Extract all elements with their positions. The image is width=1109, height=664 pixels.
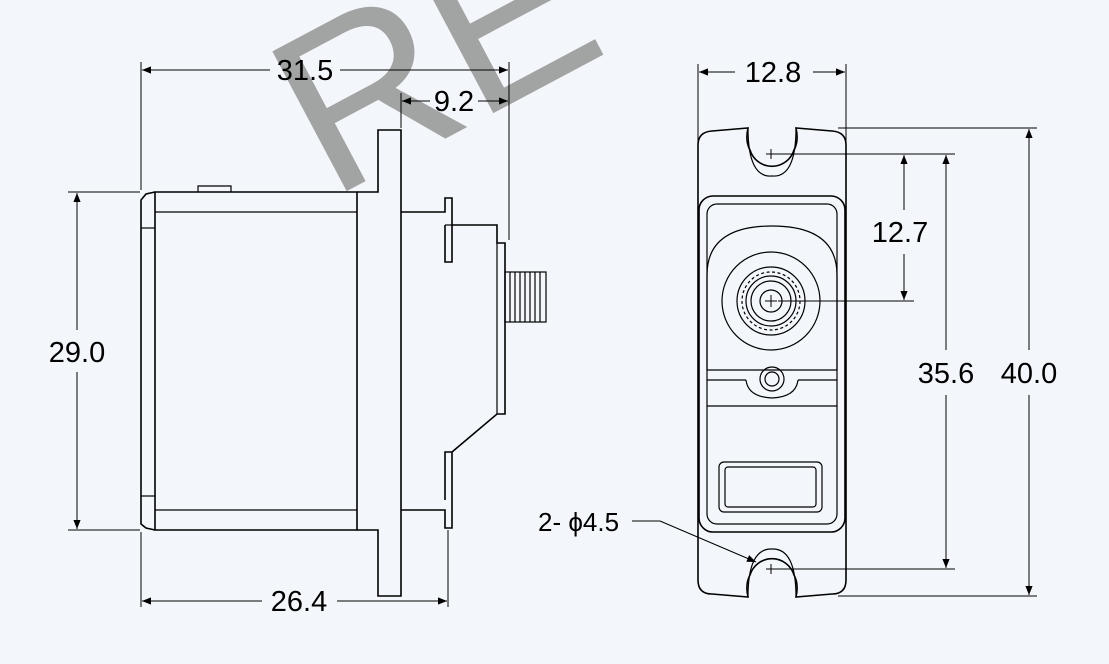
side-end-cap (140, 191, 156, 531)
dim-label-12-8: 12.8 (745, 57, 801, 89)
front-small-hole (759, 366, 785, 392)
side-body-outline (154, 191, 358, 531)
dim-label-31-5: 31.5 (277, 55, 333, 87)
dim-label-35-6: 35.6 (918, 358, 974, 390)
dim-label-9-2: 9.2 (434, 86, 474, 118)
side-top-nub (197, 185, 232, 192)
front-flange-outline (697, 127, 847, 598)
watermark-text: RE (232, 0, 635, 243)
dim-label-12-7: 12.7 (872, 217, 928, 249)
dim-label-26-4: 26.4 (271, 586, 327, 618)
mount-hole-callout: 2- ϕ4.5 (538, 507, 619, 537)
side-lower-tab (357, 510, 402, 597)
front-case (698, 195, 846, 533)
side-upper-tab (357, 129, 402, 212)
side-output-spline (504, 271, 547, 323)
front-label-window (718, 461, 823, 513)
front-view: 12.8 12.7 35.6 40.0 2- ϕ4.5 (538, 57, 1057, 598)
side-gear-housing (400, 197, 453, 529)
dim-label-29-0: 29.0 (49, 337, 105, 369)
side-view: 31.5 9.2 29.0 26.4 (49, 55, 547, 618)
dim-label-40-0: 40.0 (1001, 358, 1057, 390)
